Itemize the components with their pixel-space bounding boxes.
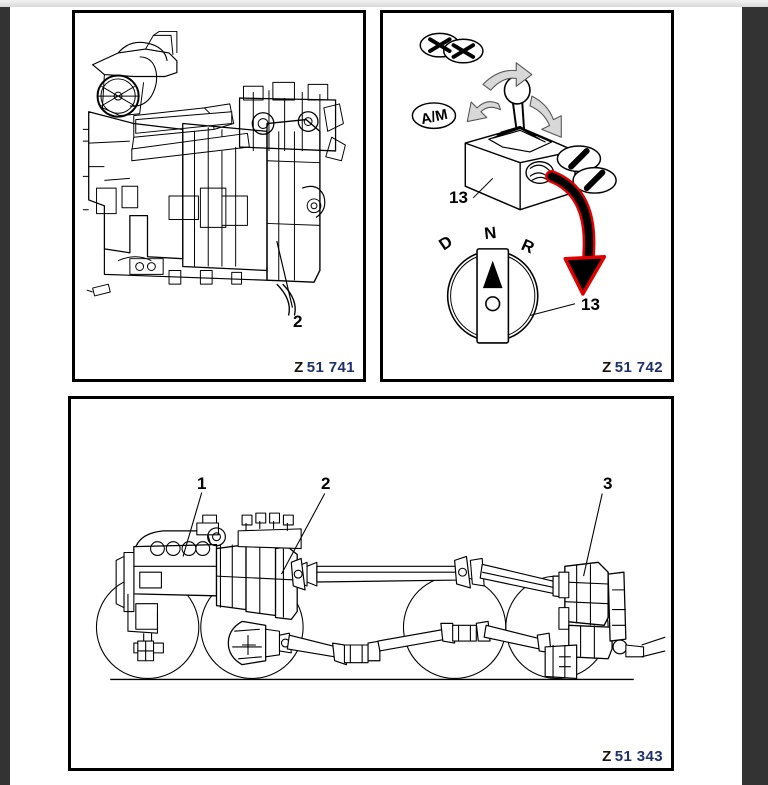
callout-1: 1: [197, 474, 207, 493]
page-gutter-left: [0, 7, 10, 785]
driveline-illustration: [71, 399, 671, 768]
svg-text:A/M: A/M: [419, 107, 449, 128]
engine-transmission-illustration: [75, 13, 363, 379]
callout-3: 3: [603, 474, 613, 493]
gear-selector-illustration: D N R A/M: [383, 13, 671, 379]
svg-text:R: R: [519, 235, 538, 257]
callout-13-switch: 13: [581, 295, 600, 314]
callout-13-module: 13: [449, 188, 468, 207]
svg-text:N: N: [483, 223, 497, 243]
svg-text:D: D: [435, 232, 456, 254]
figure-id-number: 51 343: [614, 748, 663, 765]
callout-2: 2: [321, 474, 331, 493]
figure-id-number: 51 742: [614, 359, 663, 376]
figure-id-prefix: Z: [602, 748, 612, 765]
figure-id-prefix: Z: [602, 359, 612, 376]
figure-id-number: 51 741: [306, 359, 355, 376]
callout-2: 2: [293, 312, 303, 331]
figure-id-prefix: Z: [294, 359, 304, 376]
page-gutter-right: [742, 7, 768, 785]
